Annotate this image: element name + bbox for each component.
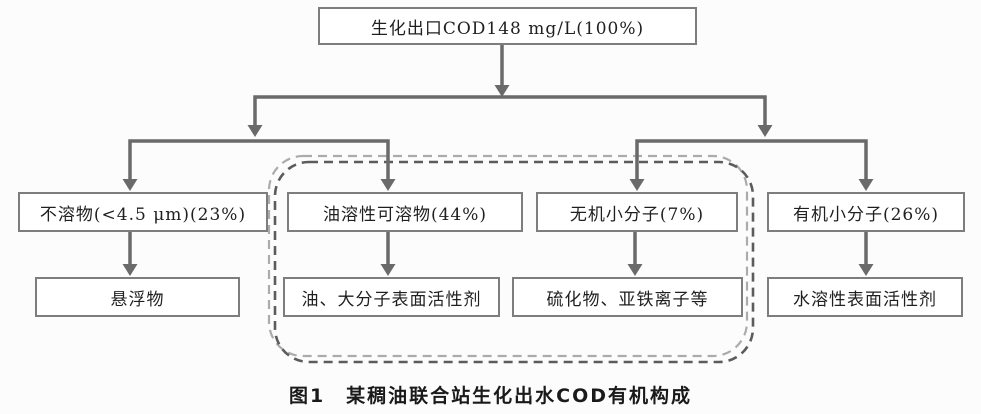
node-organic-small-molecules: 有机小分子(26%) — [767, 192, 965, 232]
arrowhead-root — [494, 85, 510, 97]
arrowhead-l3-3 — [627, 264, 643, 276]
connector-split-left — [128, 139, 390, 179]
node-inorganic-small-molecules: 无机小分子(7%) — [536, 192, 738, 232]
arrowhead-l3-4 — [858, 264, 874, 276]
arrowhead-split-left — [247, 125, 263, 137]
arrowhead-l2-3 — [629, 179, 645, 191]
arrowhead-l2-2 — [380, 179, 396, 191]
connector-split-right — [635, 139, 868, 179]
arrowhead-l3-2 — [380, 264, 396, 276]
arrowhead-l3-1 — [122, 264, 138, 276]
dashed-group-outline-dark — [273, 160, 755, 364]
node-root: 生化出口COD148 mg/L(100%) — [318, 7, 697, 45]
arrowhead-split-right — [757, 125, 773, 137]
node-water-soluble-surfactant: 水溶性表面活性剂 — [767, 277, 963, 317]
arrowhead-l2-1 — [122, 179, 138, 191]
node-oil-soluble: 油溶性可溶物(44%) — [287, 192, 523, 232]
arrowhead-l2-4 — [858, 179, 874, 191]
node-sulfide-ferrous-ion: 硫化物、亚铁离子等 — [512, 277, 743, 317]
dashed-group-outline-light — [267, 154, 749, 358]
node-oil-macromolecule-surfactant: 油、大分子表面活性剂 — [283, 277, 500, 317]
figure-caption: 图1 某稠油联合站生化出水COD有机构成 — [288, 385, 693, 407]
node-suspended-solids: 悬浮物 — [35, 277, 240, 317]
node-insoluble: 不溶物(<4.5 μm)(23%) — [18, 192, 268, 232]
connector-split-1 — [253, 95, 767, 125]
